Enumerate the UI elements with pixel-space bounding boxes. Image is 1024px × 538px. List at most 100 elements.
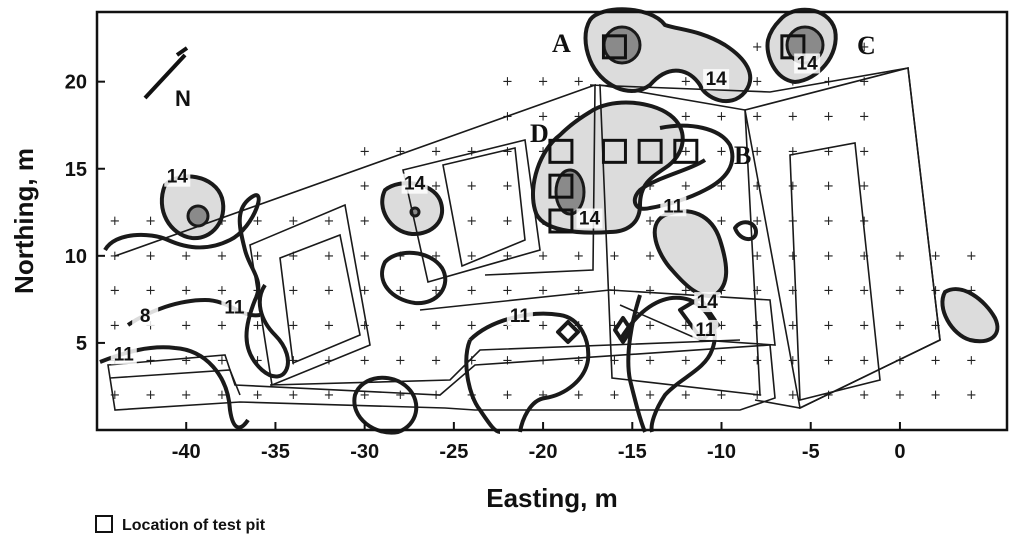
contour-label: 14 (167, 167, 189, 188)
grid-marker: + (930, 388, 941, 403)
foundation-ledge (419, 289, 776, 346)
roof-outline-main (114, 83, 596, 276)
contour-label: 14 (404, 174, 426, 195)
grid-marker: + (930, 319, 941, 334)
grid-marker: + (680, 388, 691, 403)
grid-marker: + (573, 75, 584, 90)
y-tick-label: 20 (65, 72, 87, 94)
grid-marker: + (859, 110, 870, 125)
contour-label: 14 (697, 292, 719, 313)
grid-marker: + (894, 388, 905, 403)
grid-marker: + (324, 319, 335, 334)
contour-label-bg (506, 306, 533, 327)
grid-marker: + (752, 40, 763, 55)
grid-marker: + (966, 284, 977, 299)
contour-label: 14 (579, 208, 601, 229)
grid-marker: + (680, 179, 691, 194)
pit-label-C: C (857, 31, 876, 60)
anomaly-far-east (940, 287, 1000, 344)
grid-marker: + (930, 353, 941, 368)
contour-label: 11 (510, 306, 531, 327)
grid-marker: + (716, 214, 727, 229)
grid-marker: + (359, 353, 370, 368)
contour-label: 14 (706, 69, 728, 90)
grid-marker: + (716, 144, 727, 159)
grid-marker: + (324, 353, 335, 368)
diamond-1 (556, 320, 580, 344)
grid-marker: + (787, 388, 798, 403)
anomaly-D (530, 100, 685, 235)
grid-marker: + (573, 249, 584, 264)
grid-marker: + (645, 319, 656, 334)
grid-marker: + (109, 388, 120, 403)
grid-marker: + (216, 284, 227, 299)
grid-marker: + (680, 75, 691, 90)
grid-marker: + (252, 388, 263, 403)
grid-marker: + (216, 388, 227, 403)
grid-marker: + (145, 284, 156, 299)
grid-marker: + (752, 284, 763, 299)
grid-marker: + (431, 284, 442, 299)
x-tick-label: 0 (894, 441, 905, 463)
x-axis-title: Easting, m (486, 483, 617, 513)
grid-marker: + (823, 249, 834, 264)
grid-marker: + (966, 353, 977, 368)
grid-marker: + (894, 319, 905, 334)
grid-marker: + (181, 319, 192, 334)
grid-marker: + (538, 388, 549, 403)
grid-marker: + (431, 319, 442, 334)
grid-marker: + (859, 40, 870, 55)
grid-marker: + (752, 179, 763, 194)
grid-marker: + (859, 179, 870, 194)
contour-label: 11 (695, 320, 716, 341)
contour-11-loop-6 (626, 294, 647, 433)
grid-marker: + (823, 214, 834, 229)
grid-marker: + (109, 249, 120, 264)
grid-marker: + (109, 284, 120, 299)
contour-label: 14 (797, 53, 819, 74)
test-pit-marker (548, 208, 574, 234)
grid-marker: + (252, 249, 263, 264)
grid-marker: + (752, 353, 763, 368)
grid-marker: + (538, 75, 549, 90)
core-west (186, 204, 210, 228)
grid-marker: + (538, 284, 549, 299)
grid-marker: + (716, 353, 727, 368)
test-pits (548, 34, 806, 234)
grid-marker: + (359, 214, 370, 229)
contour-11-loop-5 (618, 295, 717, 433)
test-pit-marker (601, 34, 627, 60)
grid-marker: + (145, 388, 156, 403)
contour-label-bg (164, 166, 191, 187)
outer-wall (107, 344, 776, 411)
grid-marker: + (502, 284, 513, 299)
x-axis-ticks (185, 422, 901, 430)
grid-marker: + (787, 179, 798, 194)
core-D (554, 168, 586, 216)
legend: Location of test pit (95, 515, 266, 534)
grid-marker: + (145, 214, 156, 229)
grid-marker: + (216, 249, 227, 264)
contour-label-bg (401, 173, 428, 194)
grid-marker: + (752, 249, 763, 264)
grid-marker: + (324, 249, 335, 264)
grid-marker: + (502, 144, 513, 159)
grid-marker: + (395, 284, 406, 299)
test-pit-marker (637, 138, 663, 164)
contour-label: 11 (663, 196, 684, 217)
grid-marker: + (930, 284, 941, 299)
y-axis-ticks (97, 80, 105, 344)
grid-marker: + (609, 319, 620, 334)
contour-label-bg (110, 344, 137, 365)
grid-marker: + (109, 214, 120, 229)
grid-marker: + (859, 388, 870, 403)
grid-marker: + (466, 249, 477, 264)
grid-marker: + (395, 388, 406, 403)
grid-marker: + (680, 319, 691, 334)
x-tick-label: -25 (439, 441, 468, 463)
grid-marker: + (466, 319, 477, 334)
contour-label-bg (703, 69, 730, 90)
grid-marker: + (573, 284, 584, 299)
